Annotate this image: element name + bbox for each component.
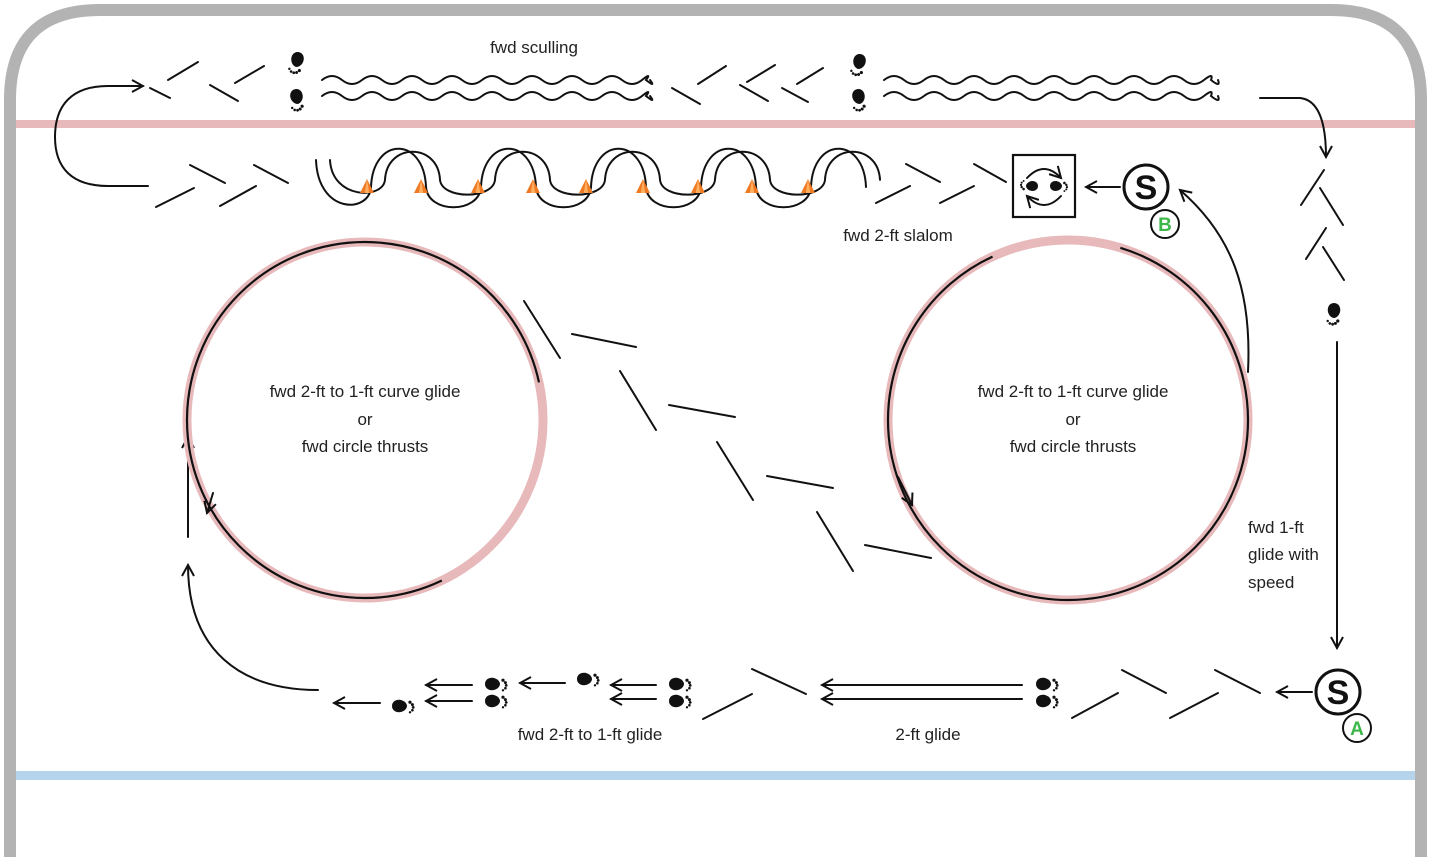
circle-path <box>886 238 1250 602</box>
one-ft-label-2: glide with <box>1248 545 1319 564</box>
skate-footprint-icon <box>392 699 415 714</box>
one-ft-label-1: fwd 1-ft <box>1248 518 1304 537</box>
stroke-marks <box>149 61 824 105</box>
left-circle-label-1: fwd 2-ft to 1-ft curve glide <box>270 382 461 401</box>
slalom-label: fwd 2-ft slalom <box>843 226 953 245</box>
skate-footprint-icon <box>1036 694 1059 709</box>
cone-icon <box>471 179 485 193</box>
skate-footprint-icon <box>485 677 508 692</box>
skate-footprint-icon <box>669 694 692 709</box>
start-station-a: S A <box>1314 668 1372 743</box>
sculling-wave <box>321 75 654 85</box>
flow-arrow <box>207 492 213 513</box>
start-a-letter: S <box>1327 674 1350 712</box>
right-circle-label-1: fwd 2-ft to 1-ft curve glide <box>978 382 1169 401</box>
flow-arrow <box>1180 190 1250 373</box>
left-circle-label-2: or <box>357 410 372 429</box>
cone-icon <box>691 179 705 193</box>
stroke-marks <box>702 668 1261 720</box>
rink <box>4 4 1427 857</box>
two-ft-glide-label: 2-ft glide <box>895 725 960 744</box>
skate-footprint-icon <box>577 672 600 687</box>
flow-arrow <box>1259 97 1326 157</box>
left-circle-station: fwd 2-ft to 1-ft curve glide or fwd circ… <box>182 237 548 603</box>
slalom-station: fwd 2-ft slalom <box>155 147 1007 245</box>
skate-footprint-icon <box>1326 303 1341 326</box>
flow-arrow <box>188 565 319 691</box>
one-ft-label-3: speed <box>1248 573 1294 592</box>
sculling-wave <box>321 91 654 101</box>
spin-box-icon <box>1011 153 1077 219</box>
right-circle-label-2: or <box>1065 410 1080 429</box>
blue-line <box>16 771 1415 780</box>
start-b-badge: B <box>1158 215 1172 236</box>
sculling-station: fwd sculling <box>149 38 1220 113</box>
start-station-b: S B <box>1122 163 1180 239</box>
flow-arrow <box>897 476 912 505</box>
skate-footprint-icon <box>669 677 692 692</box>
right-circle-label-3: fwd circle thrusts <box>1010 437 1137 456</box>
sculling-label: fwd sculling <box>490 38 578 57</box>
start-b-letter: S <box>1135 169 1158 207</box>
stroke-marks <box>155 163 1007 208</box>
cone-row <box>360 179 815 193</box>
red-line <box>16 120 1415 128</box>
sculling-wave <box>883 91 1220 101</box>
slalom-track <box>329 150 881 196</box>
skate-footprint-icon <box>1036 677 1059 692</box>
stroke-marks <box>1300 169 1345 281</box>
circle-path <box>185 240 545 600</box>
right-circle-station: fwd 2-ft to 1-ft curve glide or fwd circ… <box>883 235 1253 605</box>
sculling-wave <box>883 75 1220 85</box>
slalom-track <box>315 147 867 209</box>
flow-arrow <box>53 86 149 187</box>
cone-icon <box>526 179 540 193</box>
two-ft-to-one-ft-label: fwd 2-ft to 1-ft glide <box>518 725 663 744</box>
skate-footprint-icon <box>485 694 508 709</box>
rink-boards <box>4 4 1427 857</box>
cone-icon <box>801 179 815 193</box>
start-a-badge: A <box>1350 719 1364 740</box>
stroke-marks <box>523 300 932 572</box>
skate-footprint-icon <box>287 50 868 113</box>
cone-icon <box>636 179 650 193</box>
left-circle-label-3: fwd circle thrusts <box>302 437 429 456</box>
